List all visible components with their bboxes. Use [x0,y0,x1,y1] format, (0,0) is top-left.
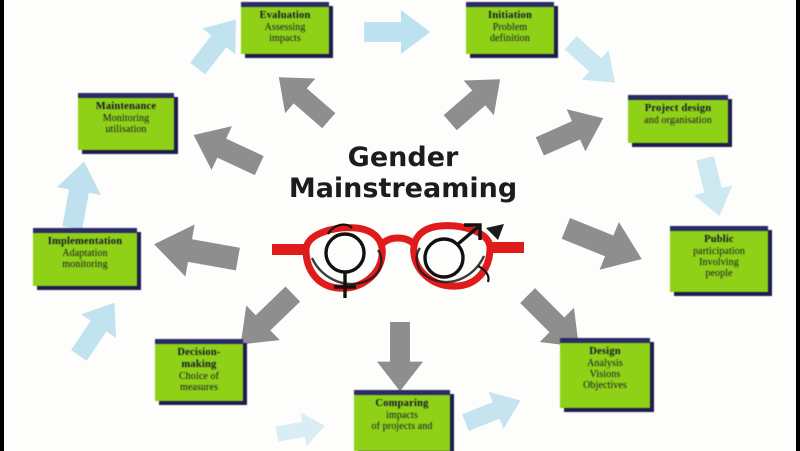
left-lens-ink-accent [310,249,383,286]
node-title: Decision- [177,347,221,358]
node-subtitle: Problem [492,21,528,33]
node-subtitle: Monitoring [102,112,150,124]
glasses-left-temple [272,244,308,255]
letterbox-left-edge [0,0,4,451]
male-symbol-icon [423,223,482,279]
node-title: Initiation [487,10,532,21]
node-box-maintenance[interactable]: Maintenance Monitoring utilisation [78,93,174,150]
node-box-decision-making[interactable]: Decision- making Choice of measures [155,339,243,401]
node-title: Evaluation [259,10,311,21]
node-title: Design [589,346,621,357]
node-title: Maintenance [95,101,157,112]
right-corner-ink-blob [486,224,504,240]
glasses-right-temple [488,242,524,253]
node-subtitle: of projects and [371,420,433,432]
node-title: Project design [644,103,712,114]
letterbox-right-edge [796,0,800,451]
node-subtitle: and organisation [644,114,712,126]
node-box-evaluation[interactable]: Evaluation Assessing impacts [241,2,329,54]
page-title: Gender Mainstreaming [268,142,538,204]
node-box-comparing-impacts[interactable]: Comparing impacts of projects and [354,390,450,451]
node-subtitle: Analysis [587,357,623,369]
node-subtitle: Involving [699,256,739,268]
node-box-project-design[interactable]: Project design and organisation [628,95,728,143]
node-subtitle: Visions [589,368,621,380]
node-subtitle: impacts [386,409,418,421]
node-box-design[interactable]: Design Analysis Visions Objectives [560,338,650,408]
node-subtitle: participation [693,245,745,257]
center-title-line-2: Mainstreaming [288,172,518,204]
node-subtitle: utilisation [105,123,147,135]
right-lens-ink-accent [415,247,486,284]
node-subtitle: Adaptation [62,247,108,259]
node-title: Implementation [47,236,123,247]
node-subtitle: Assessing [264,21,306,33]
glasses-bridge [378,234,418,248]
node-subtitle: Objectives [583,380,627,392]
node-subtitle: Choice of [178,370,220,382]
node-title: making [181,358,217,370]
node-box-initiation[interactable]: Initiation Problem definition [466,2,554,54]
node-box-public-participation[interactable]: Public participation Involving people [670,226,768,292]
node-subtitle: measures [179,381,218,393]
node-subtitle: impacts [269,32,301,44]
node-box-implementation[interactable]: Implementation Adaptation monitoring [33,228,137,286]
male-symbol-flourish [477,265,490,283]
female-symbol-icon [324,232,366,298]
center-title-line-1: Gender [347,142,459,173]
node-subtitle: monitoring [62,258,108,270]
eyeglasses-gender-icon [272,222,524,298]
female-symbol-flourish [327,223,353,235]
glasses-right-lens-rim [410,222,494,290]
node-subtitle: definition [490,32,530,44]
node-title: Public [704,234,734,245]
node-subtitle: people [705,268,733,280]
node-title: Comparing [375,398,429,409]
